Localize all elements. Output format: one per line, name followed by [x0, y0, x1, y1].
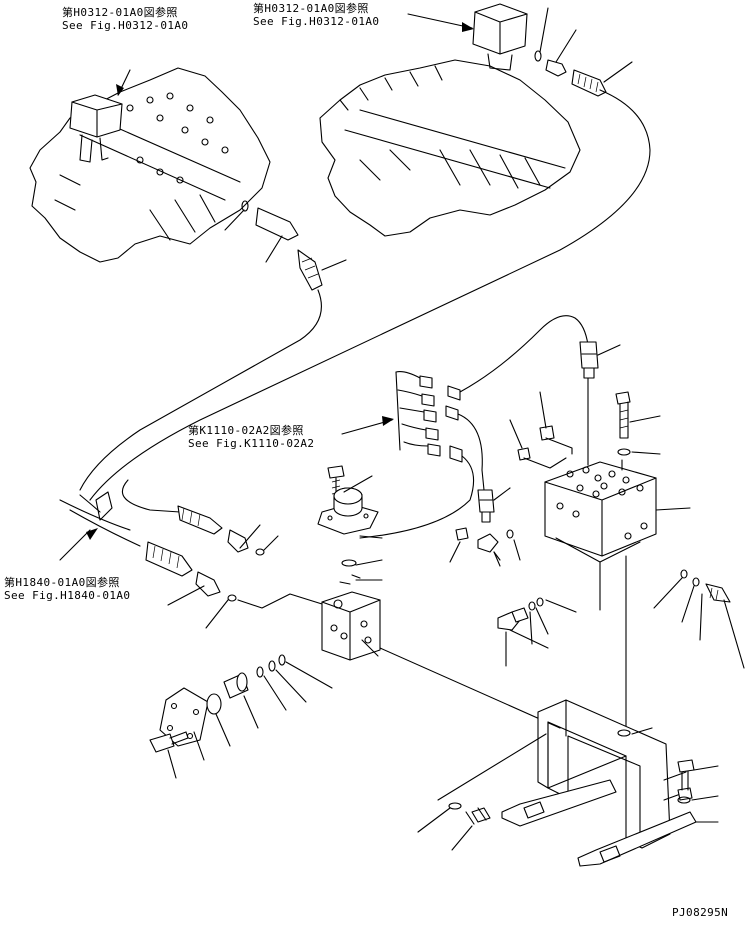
- fitting-group-left: [79, 200, 323, 491]
- plug: [223, 672, 249, 699]
- leader-line: [167, 749, 177, 779]
- leader-line: [243, 695, 259, 729]
- o-ring: [268, 660, 276, 672]
- washer: [617, 448, 631, 456]
- reference-label-3: 第K1110-02A2図参照 See Fig.K1110-02A2: [188, 424, 314, 450]
- pressure-sensor-mid: [477, 489, 495, 523]
- leader-line: [167, 585, 205, 606]
- leader-line: [285, 661, 333, 689]
- o-ring: [278, 654, 286, 666]
- leader-line: [555, 29, 577, 63]
- reference-en: See Fig.H0312-01A0: [62, 19, 189, 32]
- leader-line: [359, 535, 383, 539]
- leader-line: [437, 733, 547, 801]
- control-valve-left: [29, 67, 271, 263]
- hose-assembly-left: [59, 479, 323, 609]
- reference-jp: 第K1110-02A2図参照: [188, 424, 304, 437]
- leader-line: [407, 13, 473, 29]
- bolt-plate: [149, 731, 189, 753]
- leader-line: [275, 669, 307, 703]
- leader-line: [343, 475, 373, 493]
- leader-line: [59, 529, 91, 561]
- bolt-bracket-left: [448, 802, 491, 825]
- leader-line: [691, 795, 719, 801]
- harness-k1110: [359, 315, 589, 539]
- arrow-head: [382, 416, 394, 426]
- leader-line: [597, 344, 621, 356]
- leader-line: [239, 524, 261, 549]
- leader-line: [539, 391, 547, 429]
- arrow-head: [116, 84, 124, 96]
- leader-line: [655, 507, 691, 511]
- leader-line: [535, 607, 549, 635]
- elbow-fitting: [455, 527, 514, 561]
- leader-line: [653, 577, 683, 609]
- leader-line: [355, 559, 383, 566]
- leader-line: [451, 825, 473, 851]
- solenoid-valve-left: [69, 94, 123, 163]
- leader-line: [509, 629, 549, 649]
- drawing-code: PJ08295N: [672, 906, 729, 919]
- leader-line: [361, 639, 379, 657]
- reference-jp: 第H0312-01A0図参照: [62, 6, 178, 19]
- leader-line: [629, 415, 661, 423]
- leader-line: [693, 765, 719, 771]
- fitting-group-right-lower: [497, 569, 731, 631]
- control-valve-right: [319, 59, 581, 237]
- leader-line: [493, 551, 501, 567]
- leader-line: [215, 713, 231, 747]
- washer: [617, 729, 631, 737]
- leader-line: [539, 7, 549, 53]
- reference-label-2: 第H0312-01A0図参照 See Fig.H0312-01A0: [253, 2, 379, 28]
- leader-line: [205, 599, 229, 629]
- leader-line: [631, 727, 653, 735]
- bolt-manifold: [615, 391, 631, 439]
- solenoid-valve-right: [472, 3, 528, 71]
- leader-line: [699, 593, 703, 641]
- leader-line: [493, 487, 511, 501]
- seal: [206, 693, 222, 715]
- junction-block: [321, 574, 381, 661]
- leader-line: [321, 259, 347, 271]
- pressure-sensor-top: [579, 341, 599, 379]
- leader-line: [603, 61, 633, 83]
- leader-line: [379, 647, 561, 729]
- leader-line: [529, 611, 533, 645]
- cover-plate: [159, 687, 209, 747]
- reference-label-4: 第H1840-01A0図参照 See Fig.H1840-01A0: [4, 576, 130, 602]
- pressure-switch: [317, 465, 379, 535]
- reference-en: See Fig.H0312-01A0: [253, 15, 380, 28]
- leader-line: [263, 675, 287, 711]
- leader-line: [631, 451, 661, 455]
- reference-jp: 第H1840-01A0図参照: [4, 576, 120, 589]
- mounting-bracket: [501, 699, 697, 867]
- reference-jp: 第H0312-01A0図参照: [253, 2, 369, 15]
- leader-line: [449, 541, 461, 563]
- bolt-bracket-right: [677, 759, 695, 804]
- reference-label-1: 第H0312-01A0図参照 See Fig.H0312-01A0: [62, 6, 188, 32]
- leader-line: [681, 585, 695, 623]
- arrow-head: [462, 22, 474, 32]
- leader-line: [723, 599, 745, 669]
- reference-en: See Fig.H1840-01A0: [4, 589, 131, 602]
- reference-en: See Fig.K1110-02A2: [188, 437, 315, 450]
- leader-line: [265, 235, 283, 263]
- leader-line: [509, 419, 523, 449]
- leader-line: [513, 539, 521, 561]
- plug-small: [517, 425, 573, 469]
- leader-line: [263, 535, 279, 551]
- leader-line: [545, 599, 577, 613]
- leader-line: [224, 209, 245, 231]
- leader-line: [193, 731, 205, 761]
- leader-line: [417, 807, 451, 833]
- arrow-head: [86, 528, 98, 540]
- o-ring: [341, 559, 357, 567]
- manifold-block: [544, 461, 657, 563]
- o-ring: [256, 666, 264, 678]
- fitting-group-top-right: [89, 50, 651, 501]
